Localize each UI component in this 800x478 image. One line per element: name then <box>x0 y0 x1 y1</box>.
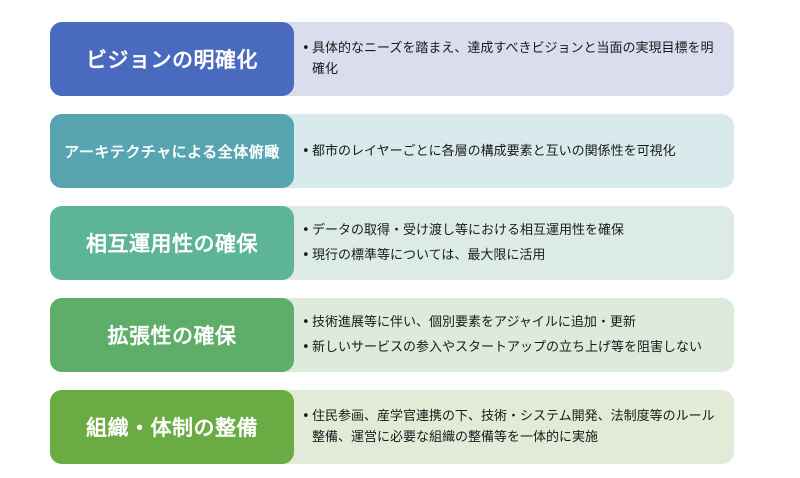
principle-title: 相互運用性の確保 <box>86 232 258 256</box>
bullet-item: • 都市のレイヤーごとに各層の構成要素と互いの関係性を可視化 <box>302 141 726 162</box>
principle-title-box: 拡張性の確保 <box>50 298 294 372</box>
principle-row-organization: 組織・体制の整備 • 住民参画、産学官連携の下、技術・システム開発、法制度等のル… <box>50 390 734 464</box>
bullet-item: • 新しいサービスの参入やスタートアップの立ち上げ等を阻害しない <box>302 337 726 358</box>
principle-description: • 具体的なニーズを踏まえ、達成すべきビジョンと当面の実現目標を明確化 <box>302 22 726 96</box>
bullet-item: • データの取得・受け渡し等における相互運用性を確保 <box>302 220 726 241</box>
principle-title: 組織・体制の整備 <box>86 416 258 440</box>
bullet-text: データの取得・受け渡し等における相互運用性を確保 <box>312 223 625 238</box>
principle-title: アーキテクチャによる全体俯瞰 <box>64 142 280 161</box>
principle-title-box: 相互運用性の確保 <box>50 206 294 280</box>
bullet-text: 住民参画、産学官連携の下、技術・システム開発、法制度等のルール整備、運営に必要な… <box>312 409 715 445</box>
principle-description: • データの取得・受け渡し等における相互運用性を確保 • 現行の標準等については… <box>302 206 726 280</box>
bullet-dot-icon: • <box>302 41 310 56</box>
principle-title-box: アーキテクチャによる全体俯瞰 <box>50 114 294 188</box>
bullet-item: • 技術進展等に伴い、個別要素をアジャイルに追加・更新 <box>302 312 726 333</box>
bullet-dot-icon: • <box>302 248 310 263</box>
principle-description: • 都市のレイヤーごとに各層の構成要素と互いの関係性を可視化 <box>302 114 726 188</box>
bullet-text: 技術進展等に伴い、個別要素をアジャイルに追加・更新 <box>312 315 636 330</box>
principle-title-box: ビジョンの明確化 <box>50 22 294 96</box>
bullet-dot-icon: • <box>302 143 310 159</box>
bullet-item: • 具体的なニーズを踏まえ、達成すべきビジョンと当面の実現目標を明確化 <box>302 38 726 80</box>
principle-title: 拡張性の確保 <box>107 324 237 348</box>
principle-row-extensibility: 拡張性の確保 • 技術進展等に伴い、個別要素をアジャイルに追加・更新 • 新しい… <box>50 298 734 372</box>
principle-row-interoperability: 相互運用性の確保 • データの取得・受け渡し等における相互運用性を確保 • 現行… <box>50 206 734 280</box>
principle-row-vision: ビジョンの明確化 • 具体的なニーズを踏まえ、達成すべきビジョンと当面の実現目標… <box>50 22 734 96</box>
principle-title: ビジョンの明確化 <box>86 48 258 72</box>
principle-description: • 技術進展等に伴い、個別要素をアジャイルに追加・更新 • 新しいサービスの参入… <box>302 298 726 372</box>
principle-title-box: 組織・体制の整備 <box>50 390 294 464</box>
bullet-item: • 住民参画、産学官連携の下、技術・システム開発、法制度等のルール整備、運営に必… <box>302 406 726 448</box>
bullet-text: 都市のレイヤーごとに各層の構成要素と互いの関係性を可視化 <box>312 143 676 159</box>
bullet-item: • 現行の標準等については、最大限に活用 <box>302 245 726 266</box>
bullet-text: 現行の標準等については、最大限に活用 <box>312 248 546 263</box>
bullet-dot-icon: • <box>302 340 310 355</box>
principle-description: • 住民参画、産学官連携の下、技術・システム開発、法制度等のルール整備、運営に必… <box>302 390 726 464</box>
principle-row-architecture: アーキテクチャによる全体俯瞰 • 都市のレイヤーごとに各層の構成要素と互いの関係… <box>50 114 734 188</box>
bullet-text: 新しいサービスの参入やスタートアップの立ち上げ等を阻害しない <box>312 340 703 355</box>
bullet-text: 具体的なニーズを踏まえ、達成すべきビジョンと当面の実現目標を明確化 <box>312 41 714 77</box>
bullet-dot-icon: • <box>302 223 310 238</box>
bullet-dot-icon: • <box>302 315 310 330</box>
bullet-dot-icon: • <box>302 409 310 424</box>
